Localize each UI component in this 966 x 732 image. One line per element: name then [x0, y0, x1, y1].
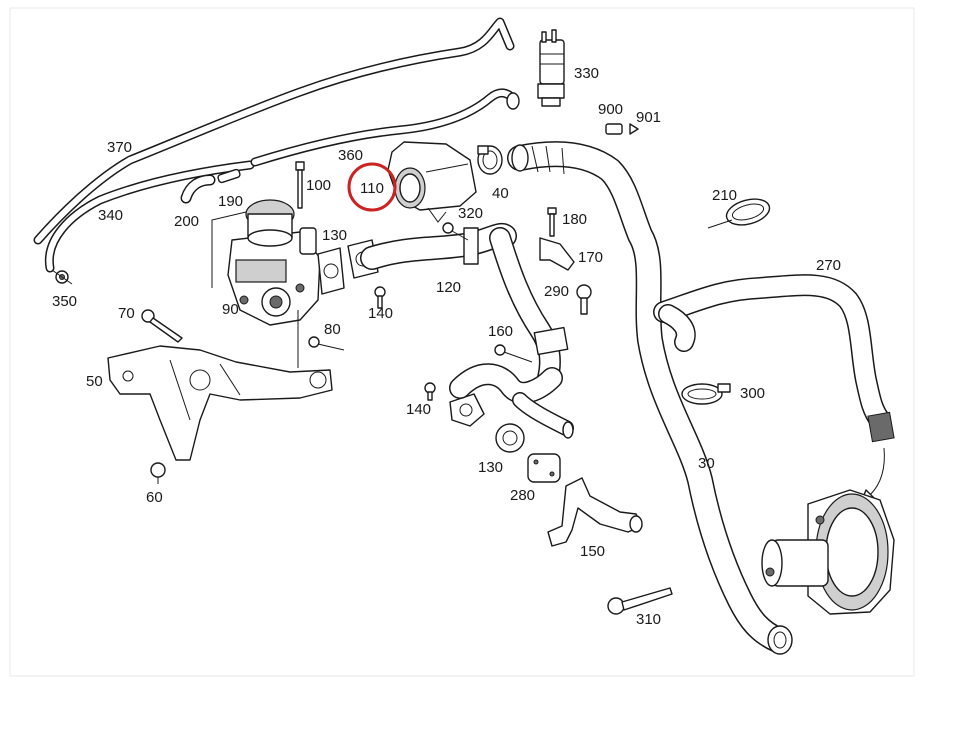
hose-270 — [653, 274, 895, 501]
label-210: 210 — [712, 187, 737, 204]
label-60: 60 — [146, 489, 163, 506]
vacuum-line-360 — [250, 88, 520, 167]
bolt-100 — [295, 161, 305, 209]
label-140-lower: 140 — [406, 401, 431, 418]
label-180: 180 — [562, 211, 587, 228]
bolt-290 — [576, 284, 592, 315]
bracket-170 — [539, 237, 575, 271]
label-300: 300 — [740, 385, 765, 402]
egr-valve-90 — [211, 199, 321, 326]
label-70: 70 — [118, 305, 135, 322]
label-280: 280 — [510, 487, 535, 504]
label-110: 110 — [360, 180, 384, 197]
bolt-140-lower — [424, 382, 436, 401]
label-100: 100 — [306, 177, 331, 194]
label-330: 330 — [574, 65, 599, 82]
solenoid-valve-330 — [537, 29, 565, 107]
label-130-lower: 130 — [478, 459, 503, 476]
connector-900-901 — [605, 123, 639, 135]
label-340: 340 — [98, 207, 123, 224]
vacuum-line-370 — [33, 17, 515, 245]
hose-clamp-300 — [681, 383, 731, 405]
gasket-130-lower — [495, 423, 525, 453]
label-200: 200 — [174, 213, 199, 230]
label-310: 310 — [636, 611, 661, 628]
bolt-160 — [494, 344, 533, 363]
clip-350 — [51, 269, 73, 285]
highlight-circle-110 — [347, 162, 397, 212]
label-130-upper: 130 — [322, 227, 347, 244]
label-370: 370 — [107, 139, 132, 156]
label-270: 270 — [816, 257, 841, 274]
bolt-70 — [141, 309, 183, 343]
label-50: 50 — [86, 373, 103, 390]
vacuum-line-340 — [44, 160, 255, 273]
plate-280 — [527, 453, 561, 483]
connector-190 — [217, 168, 241, 184]
label-30: 30 — [698, 455, 715, 472]
bolt-140-upper — [374, 286, 386, 309]
bracket-150 — [547, 477, 643, 547]
bolt-60 — [150, 462, 166, 484]
air-hose-30 — [507, 141, 793, 655]
egr-pipe-120 — [347, 223, 569, 389]
label-320: 320 — [458, 205, 483, 222]
label-90: 90 — [222, 301, 239, 318]
label-150: 150 — [580, 543, 605, 560]
cable-tie-210 — [707, 198, 771, 229]
bolt-310 — [607, 587, 673, 615]
label-901: 901 — [636, 109, 661, 126]
hose-clamp-40 — [477, 145, 503, 175]
label-290: 290 — [544, 283, 569, 300]
label-190: 190 — [218, 193, 243, 210]
secondary-air-pump — [761, 489, 895, 615]
egr-cooler-110 — [387, 141, 477, 223]
label-160: 160 — [488, 323, 513, 340]
gasket-130-upper — [317, 247, 345, 295]
label-80: 80 — [324, 321, 341, 338]
part-labels: 370 340 350 360 200 190 100 110 40 330 9… — [52, 65, 841, 628]
screw-320 — [442, 222, 469, 241]
label-40: 40 — [492, 185, 509, 202]
label-360: 360 — [338, 147, 363, 164]
screw-180 — [547, 207, 557, 237]
label-170: 170 — [578, 249, 603, 266]
bolt-80 — [308, 336, 345, 351]
egr-pipe-lower — [449, 363, 574, 439]
elbow-200 — [180, 174, 216, 204]
label-140-upper: 140 — [368, 305, 393, 322]
bracket-50 — [107, 310, 333, 461]
label-120: 120 — [436, 279, 461, 296]
label-900: 900 — [598, 101, 623, 118]
label-350: 350 — [52, 293, 77, 310]
